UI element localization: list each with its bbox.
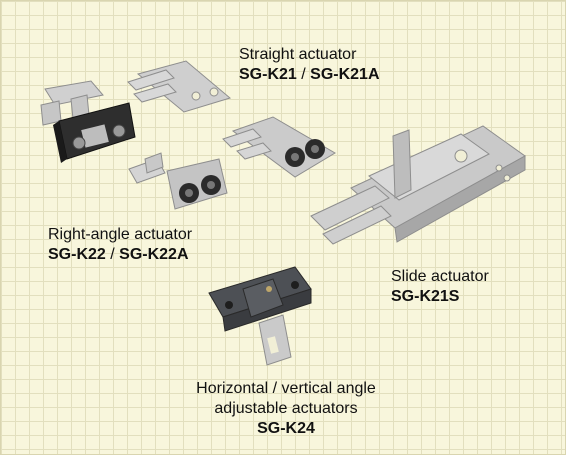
slide-actuator-name: Slide actuator <box>391 268 489 285</box>
right-angle-actuator-black-image <box>40 80 136 163</box>
slide-actuator-label: Slide actuator SG-K21S <box>391 267 489 307</box>
right-angle-actuator-models: SG-K22 / SG-K22A <box>48 245 192 265</box>
model-sg-k22a: SG-K22A <box>119 246 189 263</box>
straight-actuator-plate-image <box>127 60 232 113</box>
right-angle-actuator-metal-image <box>128 152 228 210</box>
adjustable-actuator-model: SG-K24 <box>257 420 315 437</box>
adjustable-actuator-name-line2: adjustable actuators <box>214 400 358 417</box>
model-separator: / <box>105 246 120 263</box>
model-sg-k21: SG-K21 <box>239 66 297 83</box>
adjustable-actuator-image <box>208 266 312 366</box>
adjustable-actuator-name-line1: Horizontal / vertical angle <box>196 380 376 397</box>
slide-actuator-model: SG-K21S <box>391 288 460 305</box>
model-sg-k21a: SG-K21A <box>310 66 380 83</box>
slide-actuator-image <box>310 125 526 245</box>
right-angle-actuator-name: Right-angle actuator <box>48 226 193 243</box>
straight-actuator-models: SG-K21 / SG-K21A <box>239 65 380 85</box>
straight-actuator-label: Straight actuator SG-K21 / SG-K21A <box>239 45 380 85</box>
model-separator: / <box>296 66 311 83</box>
right-angle-actuator-label: Right-angle actuator SG-K22 / SG-K22A <box>48 225 192 265</box>
straight-actuator-name: Straight actuator <box>239 46 357 63</box>
straight-actuator-bushing-image <box>222 116 336 178</box>
model-sg-k22: SG-K22 <box>48 246 106 263</box>
adjustable-actuator-label: Horizontal / vertical angle adjustable a… <box>171 379 401 439</box>
